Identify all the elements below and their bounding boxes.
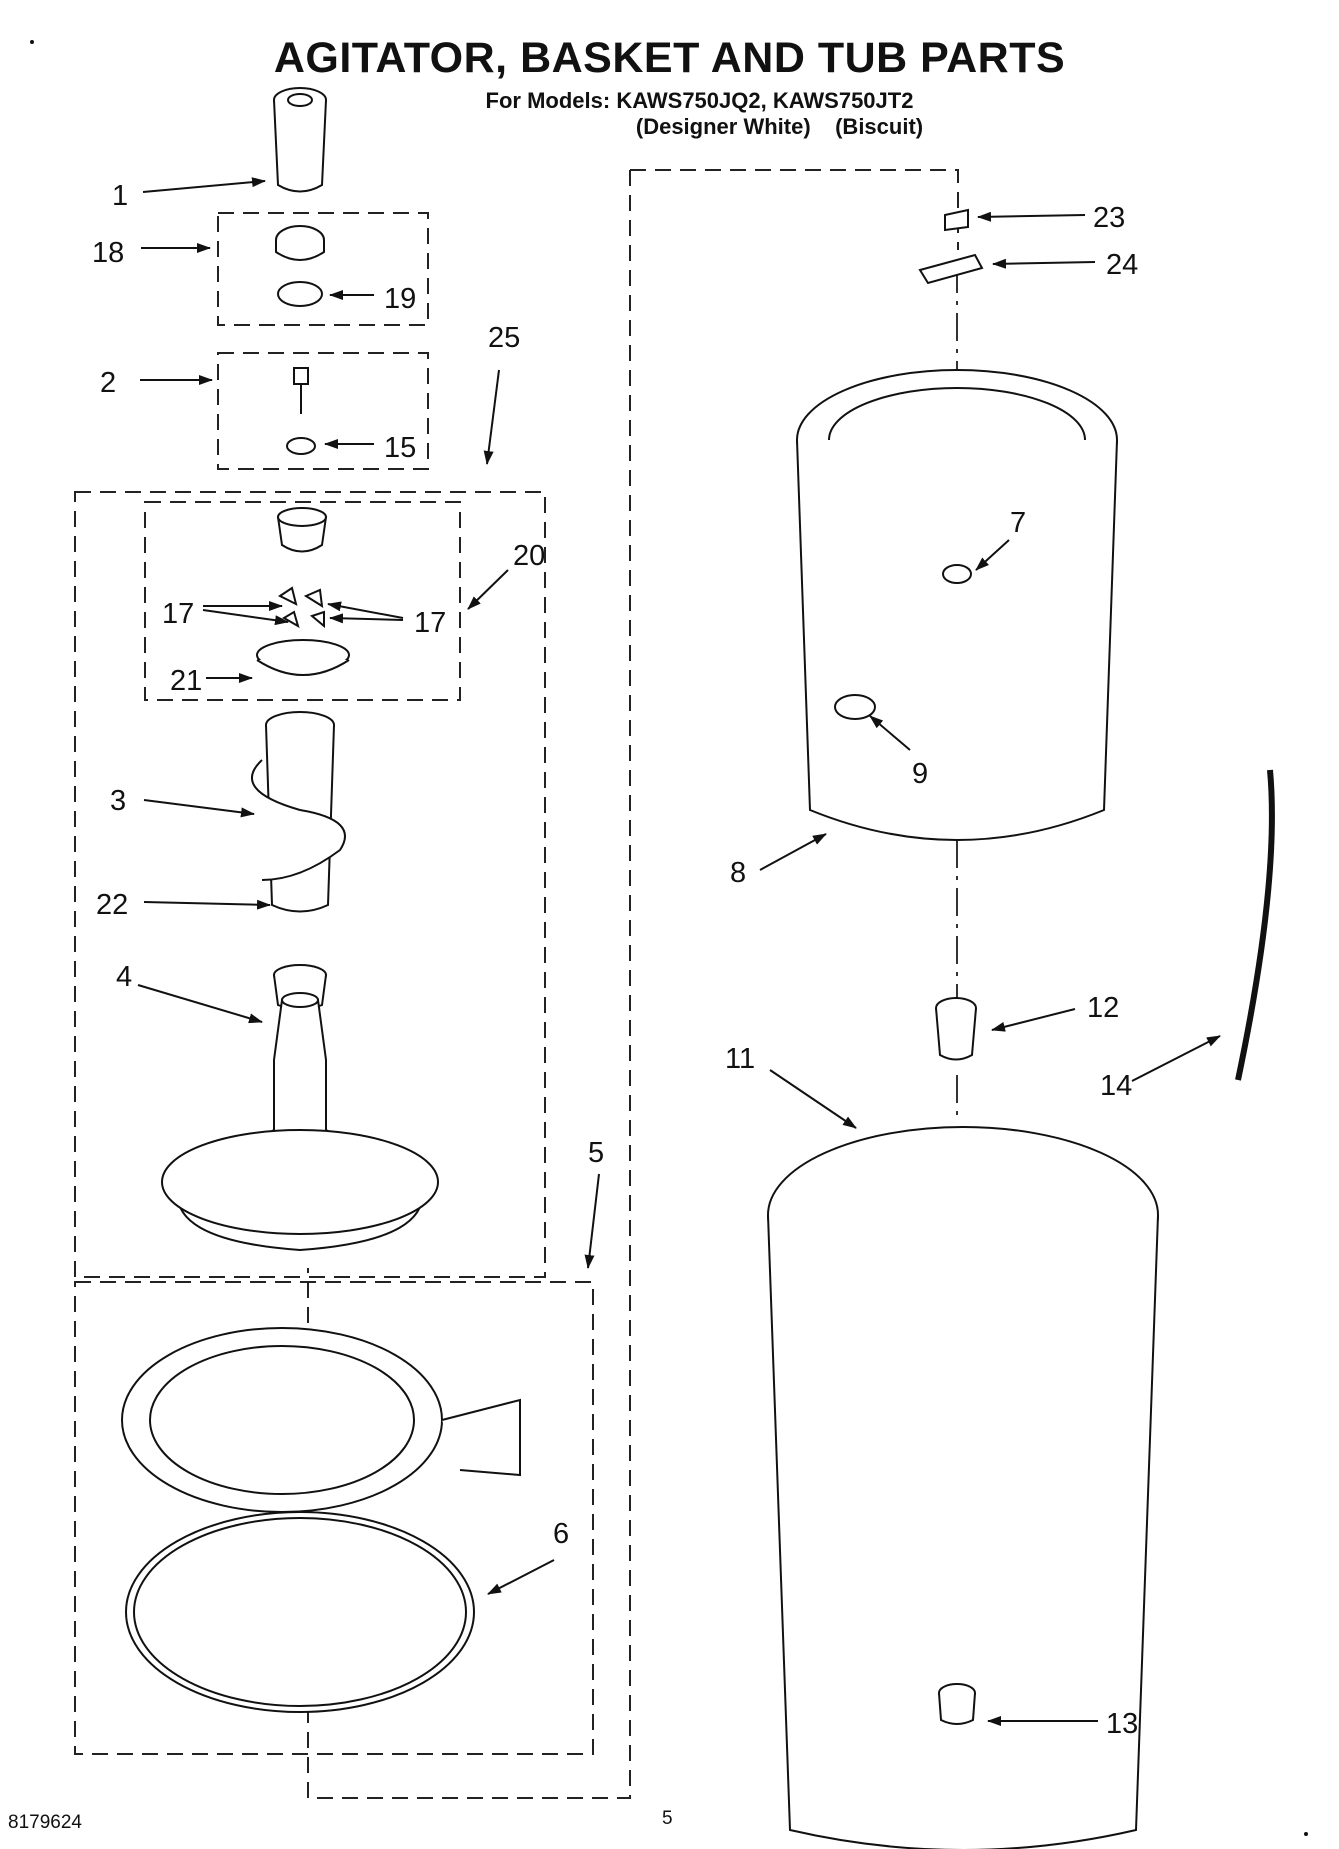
part-20-cam-kit [276, 507, 328, 553]
callout-1: 1 [112, 180, 128, 212]
callout-8: 8 [730, 857, 746, 889]
callout-9: 9 [912, 758, 928, 790]
callout-17: 17 [414, 607, 446, 639]
part-17-dogs [278, 586, 325, 629]
group-box-20 [144, 501, 461, 701]
part-23-clip [944, 208, 969, 232]
callout-17: 17 [162, 598, 194, 630]
part-15-washer [286, 437, 316, 455]
callout-18: 18 [92, 237, 124, 269]
part-2-bolt [293, 367, 309, 414]
callout-14: 14 [1100, 1070, 1132, 1102]
group-box-2-15 [217, 352, 429, 470]
callout-13: 13 [1106, 1708, 1138, 1740]
group-box-5 [74, 1281, 594, 1755]
callout-23: 23 [1093, 202, 1125, 234]
callout-20: 20 [513, 540, 545, 572]
callout-7: 7 [1010, 507, 1026, 539]
callout-11: 11 [725, 1043, 755, 1075]
colors-line: (Designer White) (Biscuit) [635, 114, 924, 139]
callout-19: 19 [384, 283, 416, 315]
part-1-cap [273, 87, 327, 193]
callout-24: 24 [1106, 249, 1138, 281]
part-21-dog-ring [256, 639, 350, 676]
part-6-tub-ring [121, 1327, 521, 1513]
callout-6: 6 [553, 1518, 569, 1550]
part-24-bracket [918, 253, 984, 285]
document-number: 8179624 [8, 1812, 82, 1833]
linkage-line-top [630, 169, 959, 250]
group-box-25 [74, 491, 546, 1278]
callout-3: 3 [110, 785, 126, 817]
part-9-fitting [834, 694, 876, 720]
part-7-nut [942, 564, 972, 584]
models-line: For Models: KAWS750JQ2, KAWS750JT2 [485, 88, 914, 113]
callout-2: 2 [100, 367, 116, 399]
page-title: AGITATOR, BASKET AND TUB PARTS [273, 34, 1066, 82]
callout-15: 15 [384, 432, 416, 464]
callout-12: 12 [1087, 992, 1119, 1024]
leader-lines [137, 177, 1221, 1726]
part-12-bushing [935, 997, 977, 1061]
part-14-hose [1235, 769, 1275, 1081]
part-18-cap-insert [275, 225, 325, 261]
part-13-plug [938, 1683, 976, 1725]
part-3-auger [250, 711, 346, 913]
group-box-18-19 [217, 212, 429, 326]
callout-25: 25 [488, 322, 520, 354]
callout-5: 5 [588, 1137, 604, 1169]
corner-mark [1304, 1832, 1308, 1836]
callout-22: 22 [96, 889, 128, 921]
part-5-seal [125, 1511, 475, 1713]
corner-mark [30, 40, 34, 44]
part-4-agitator-base [161, 992, 439, 1252]
part-11-outer-tub [767, 1126, 1159, 1849]
part-8-basket [796, 369, 1118, 841]
part-19-o-ring [277, 281, 323, 307]
callout-4: 4 [116, 961, 132, 993]
callout-21: 21 [170, 665, 202, 697]
page-number: 5 [662, 1808, 673, 1829]
callout-labels: 1 18 19 2 15 25 20 17 17 21 3 22 4 5 6 23 24 7 9 8 12 11 14 13 [92, 180, 1138, 1740]
